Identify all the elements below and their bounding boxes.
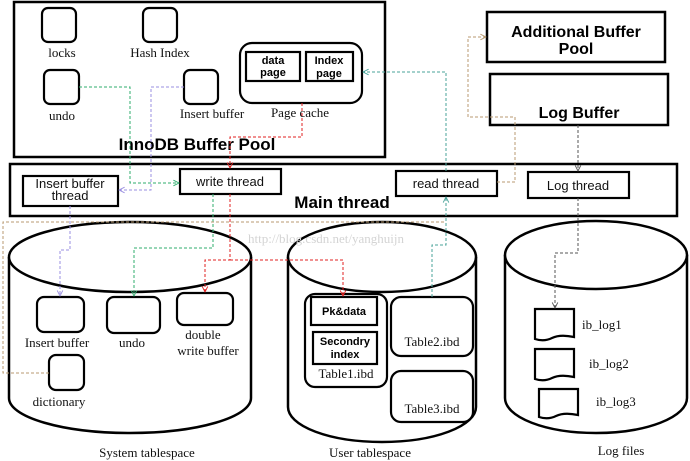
ib-log2-icon — [533, 347, 576, 382]
page-cache-to-write-thread-arrow — [230, 103, 303, 168]
insert-buffer-thread-line1: Insert buffer — [35, 176, 105, 191]
ib-log2-label: ib_log2 — [589, 356, 629, 371]
additional-buffer-pool: Additional Buffer Pool — [485, 10, 667, 64]
pk-data-block — [309, 295, 379, 327]
data-page-label-1: data — [262, 55, 286, 67]
connectors — [2, 37, 579, 374]
read-thread-to-additional-pool-arrow — [467, 37, 516, 183]
innodb-buffer-pool: locks Hash Index undo Insert buffer data… — [12, 0, 387, 159]
data-page-label-2: page — [260, 67, 286, 79]
data-page-block — [244, 50, 302, 83]
main-thread-title: Main thread — [294, 193, 389, 212]
secondary-index-label-2: index — [331, 349, 361, 361]
insert-buffer-label: Insert buffer — [180, 106, 245, 121]
watermark: http://blog.csdn.net/yanghuijn — [248, 231, 404, 246]
dictionary-label: dictionary — [33, 394, 86, 409]
log-buffer: Log Buffer — [488, 72, 670, 127]
insert-buffer-block — [182, 68, 220, 106]
dictionary-block — [47, 353, 86, 392]
ib-log1-icon — [533, 307, 576, 342]
dictionary-link-line — [2, 221, 446, 374]
user-tablespace: Pk&data Secondry index Table1.ibd Table2… — [286, 220, 478, 460]
log-thread-label: Log thread — [547, 178, 609, 193]
read-thread-to-page-cache-arrow — [363, 72, 447, 171]
read-thread — [394, 169, 499, 198]
insert-thread-to-sys-insert-buffer-arrow — [60, 206, 71, 296]
double-write-buffer-block — [175, 291, 235, 327]
index-page-label-1: Index — [315, 55, 345, 67]
ib-log3-label: ib_log3 — [596, 394, 636, 409]
system-tablespace-label: System tablespace — [99, 445, 195, 460]
log-files-label: Log files — [598, 443, 645, 458]
write-thread-to-sys-undo-arrow — [134, 194, 214, 296]
undo-block — [42, 68, 81, 106]
sys-insert-buffer-block — [35, 295, 86, 334]
table1-label: Table1.ibd — [318, 366, 374, 381]
sys-insert-buffer-label: Insert buffer — [25, 335, 90, 350]
locks-label: locks — [48, 45, 75, 60]
write-thread-to-doublewrite-arrow — [205, 194, 231, 292]
log-thread-to-ib-log1-arrow — [555, 198, 579, 308]
undo-to-write-thread-arrow — [79, 86, 179, 183]
buffer-pool-title: InnoDB Buffer Pool — [119, 135, 276, 154]
table3-ibd — [389, 369, 475, 424]
user-tablespace-label: User tablespace — [329, 445, 411, 460]
main-thread: Insert buffer thread write thread read t… — [8, 162, 679, 218]
page-cache: data page Index page Page cache — [238, 41, 364, 120]
index-page-block — [304, 50, 355, 83]
log-files: ib_log1 ib_log2 ib_log3 Log files — [503, 219, 689, 458]
secondary-index-label-1: Secondry — [320, 336, 371, 348]
ib-log3-icon — [537, 387, 580, 420]
double-write-buffer-label-2: write buffer — [177, 343, 239, 358]
table2-label: Table2.ibd — [404, 334, 460, 349]
log-buffer-label: Log Buffer — [539, 105, 620, 122]
read-thread-label: read thread — [413, 176, 480, 191]
sys-undo-label: undo — [119, 335, 145, 350]
additional-buffer-pool-line2: Pool — [559, 41, 594, 58]
hash-index-block — [141, 6, 179, 44]
additional-buffer-pool-line1: Additional Buffer — [511, 24, 641, 41]
index-page-label-2: page — [316, 68, 342, 80]
system-tablespace: Insert buffer undo double write buffer d… — [7, 220, 253, 460]
pk-data-label: Pk&data — [322, 306, 367, 318]
ib-log1-label: ib_log1 — [582, 317, 622, 332]
hash-index-label: Hash Index — [130, 45, 190, 60]
log-thread — [526, 170, 631, 200]
double-write-buffer-label-1: double — [185, 327, 221, 342]
undo-label: undo — [49, 108, 75, 123]
sys-undo-block — [105, 295, 162, 335]
write-thread-to-pk-data-arrow — [230, 259, 343, 296]
insert-buffer-to-thread-arrow — [119, 86, 184, 190]
insert-buffer-thread-line2: thread — [52, 188, 89, 203]
table2-to-read-thread-arrow — [431, 197, 446, 297]
secondary-index-block — [311, 330, 379, 366]
table1-ibd: Pk&data Secondry index Table1.ibd — [303, 292, 389, 389]
write-thread-label: write thread — [195, 174, 264, 189]
locks-block — [40, 6, 78, 44]
write-thread — [178, 167, 283, 196]
page-cache-label: Page cache — [271, 105, 329, 120]
table3-label: Table3.ibd — [404, 401, 460, 416]
